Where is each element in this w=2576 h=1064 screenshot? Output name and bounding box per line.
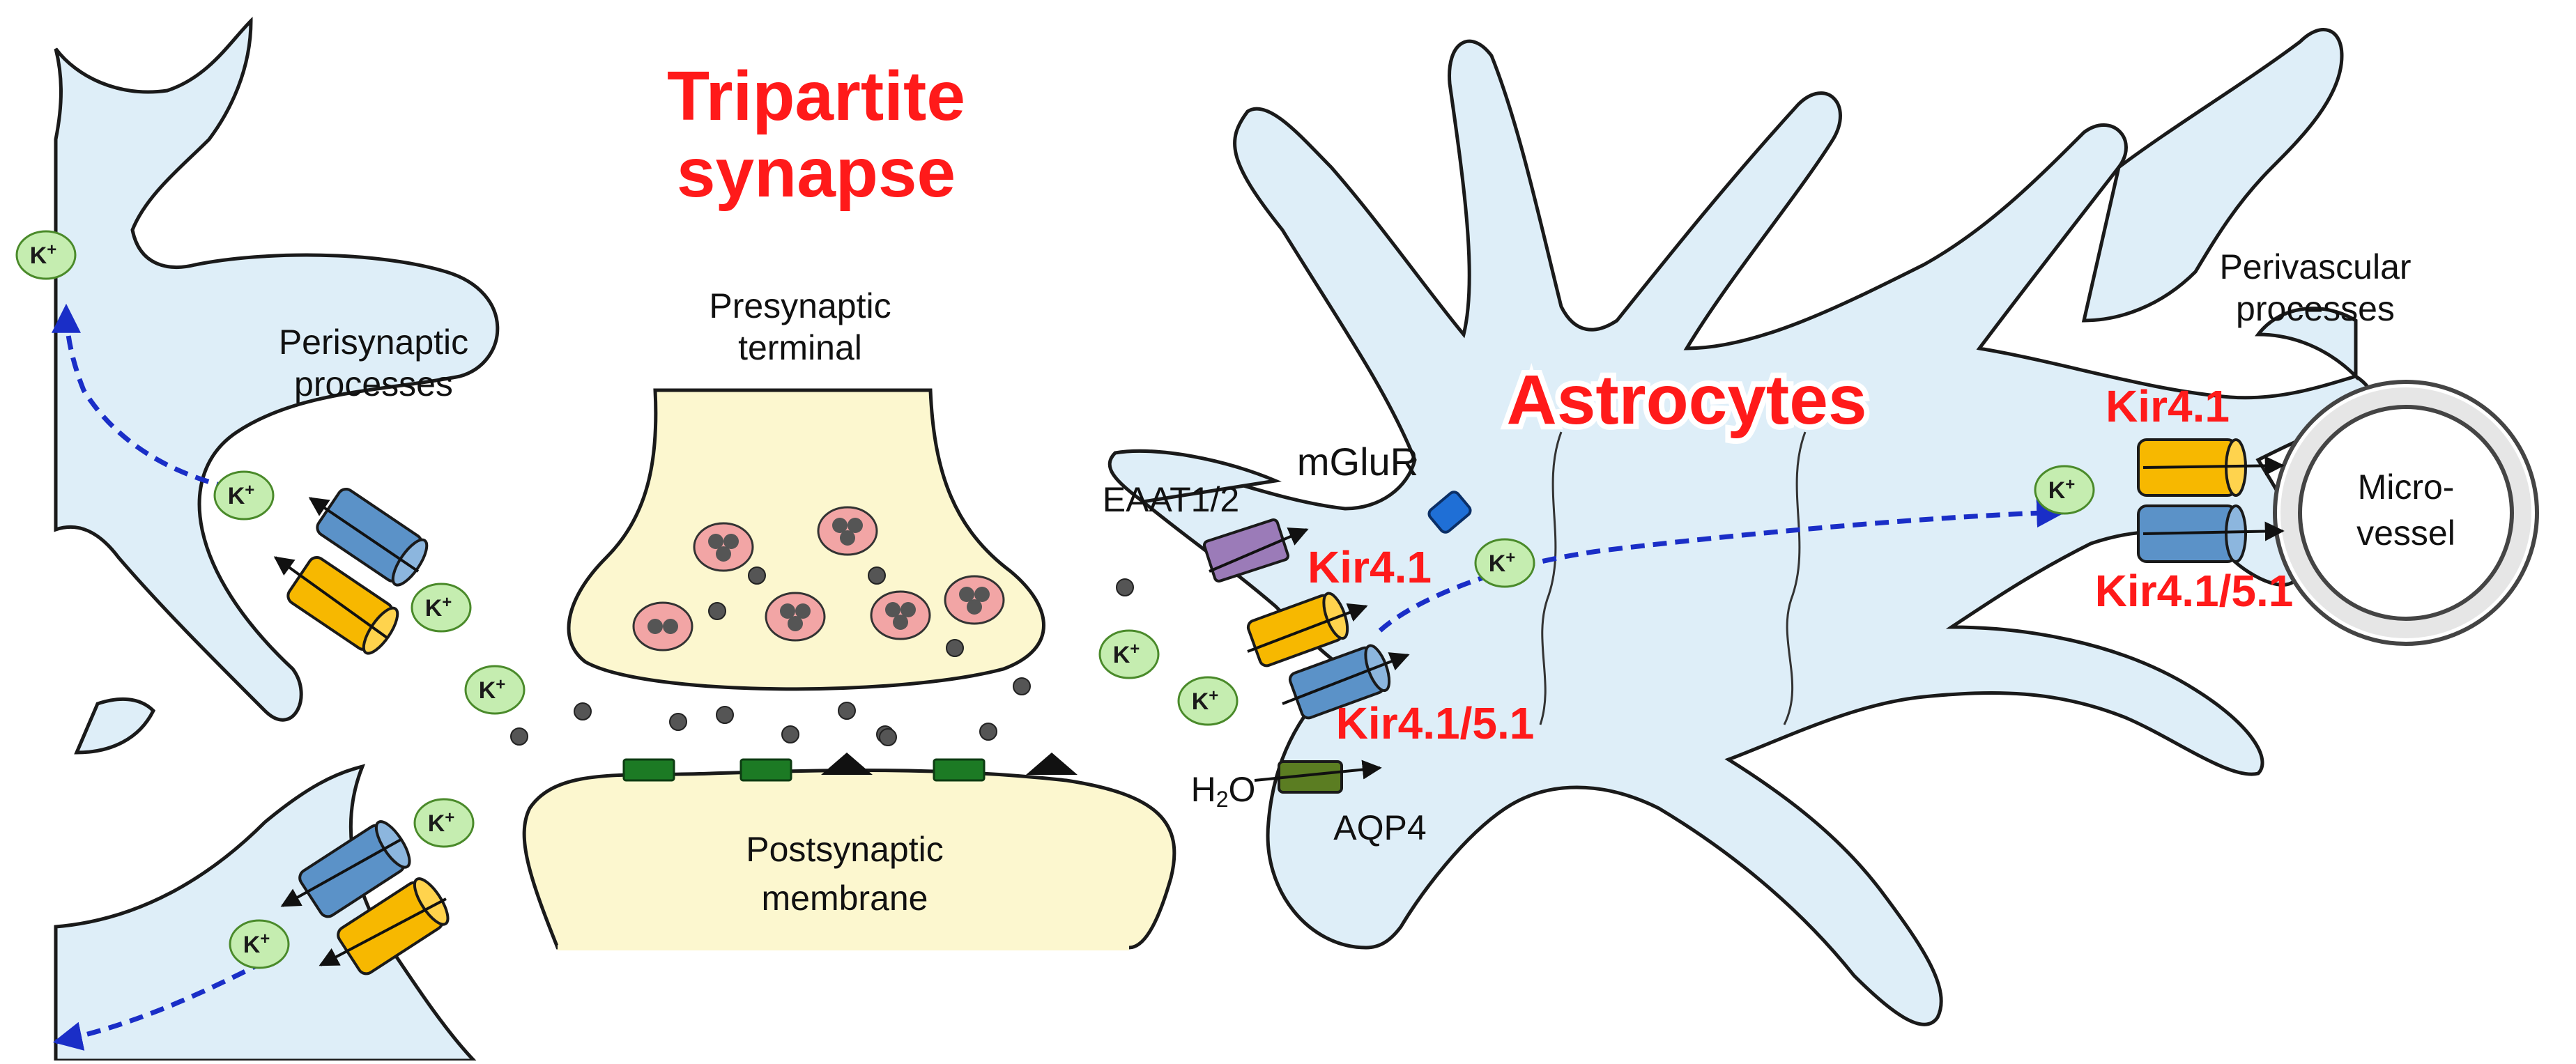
left-perisynaptic-process-lower bbox=[54, 697, 478, 1063]
potassium-ion-icon: K+ bbox=[15, 230, 77, 280]
neurotransmitter-dots bbox=[510, 566, 1134, 746]
potassium-ion-label: K+ bbox=[428, 808, 455, 837]
presynaptic-label-line2: terminal bbox=[738, 328, 862, 367]
microvessel-label-line1: Micro- bbox=[2358, 468, 2455, 507]
mglur-label: mGluR bbox=[1297, 440, 1418, 484]
water-sub: 2 bbox=[1216, 787, 1229, 812]
postsynaptic-receptors bbox=[622, 753, 1078, 782]
presynaptic-terminal bbox=[567, 388, 1045, 691]
potassium-ion-icon: K+ bbox=[1098, 629, 1160, 679]
potassium-ion-label: K+ bbox=[228, 481, 255, 509]
presynaptic-label-line1: Presynaptic bbox=[709, 286, 891, 325]
left-perisynaptic-process-upper bbox=[54, 16, 500, 722]
potassium-ion-icon: K+ bbox=[413, 798, 475, 848]
potassium-ion-label: K+ bbox=[2048, 475, 2076, 504]
mglur-receptor-icon bbox=[1427, 491, 1472, 534]
potassium-ion-icon: K+ bbox=[464, 665, 526, 715]
diagram-title-line2: synapse bbox=[677, 134, 956, 212]
potassium-ion-label: K+ bbox=[425, 593, 452, 622]
potassium-ions: K+ K+ K+ K+ K+ K+ K+ K+ K+ K+ bbox=[15, 230, 2095, 969]
microvessel bbox=[2273, 380, 2539, 646]
potassium-flow-arrow bbox=[52, 303, 231, 491]
potassium-ion-icon: K+ bbox=[411, 583, 472, 633]
postsynaptic-label-line1: Postsynaptic bbox=[746, 830, 943, 869]
kir4151-label-synaptic: Kir4.1/5.1 bbox=[1336, 698, 1535, 748]
potassium-ion-label: K+ bbox=[1192, 686, 1219, 715]
potassium-flow-arrow bbox=[52, 959, 266, 1051]
kir4151-label-perivascular: Kir4.1/5.1 bbox=[2095, 566, 2294, 616]
synaptic-vesicle-icon bbox=[944, 575, 1005, 625]
kir41-channel-icon bbox=[1246, 592, 1349, 668]
perisynaptic-label-line1: Perisynaptic bbox=[279, 323, 468, 362]
diagram-title-line1: Tripartite bbox=[667, 57, 965, 135]
aqp4-label: AQP4 bbox=[1333, 808, 1426, 847]
potassium-ion-label: K+ bbox=[1113, 640, 1140, 668]
potassium-flow-arrow bbox=[1378, 498, 2067, 633]
astrocytes-label: Astrocytes bbox=[1507, 361, 1867, 439]
perisynaptic-label-line2: processes bbox=[294, 364, 453, 403]
synaptic-vesicle-icon bbox=[765, 592, 826, 642]
microvessel-label-line2: vessel bbox=[2356, 514, 2455, 553]
potassium-ion-icon: K+ bbox=[229, 919, 290, 969]
potassium-ion-icon: K+ bbox=[2034, 465, 2095, 515]
synaptic-vesicle-icon bbox=[817, 506, 878, 556]
kir41-label-synaptic: Kir4.1 bbox=[1308, 542, 1432, 592]
water-label: H2O bbox=[1191, 770, 1256, 812]
synaptic-vesicle-icon bbox=[632, 601, 693, 651]
eaat-label: EAAT1/2 bbox=[1103, 480, 1239, 519]
synaptic-vesicles bbox=[632, 506, 1005, 651]
potassium-ion-icon: K+ bbox=[213, 470, 275, 521]
water-o: O bbox=[1229, 770, 1256, 809]
water-h: H bbox=[1191, 770, 1216, 809]
postsynaptic-label-line2: membrane bbox=[762, 879, 928, 918]
potassium-ion-label: K+ bbox=[243, 930, 270, 958]
potassium-ion-label: K+ bbox=[30, 240, 57, 269]
potassium-ion-icon: K+ bbox=[1177, 676, 1239, 726]
synaptic-vesicle-icon bbox=[870, 590, 931, 640]
perivascular-label-line1: Perivascular bbox=[2219, 247, 2411, 286]
kir41-label-perivascular: Kir4.1 bbox=[2106, 381, 2230, 431]
potassium-ion-icon: K+ bbox=[1474, 538, 1535, 588]
potassium-ion-label: K+ bbox=[479, 675, 506, 704]
potassium-ion-label: K+ bbox=[1489, 548, 1516, 577]
perivascular-label-line2: processes bbox=[2236, 289, 2395, 328]
synaptic-vesicle-icon bbox=[693, 522, 754, 572]
